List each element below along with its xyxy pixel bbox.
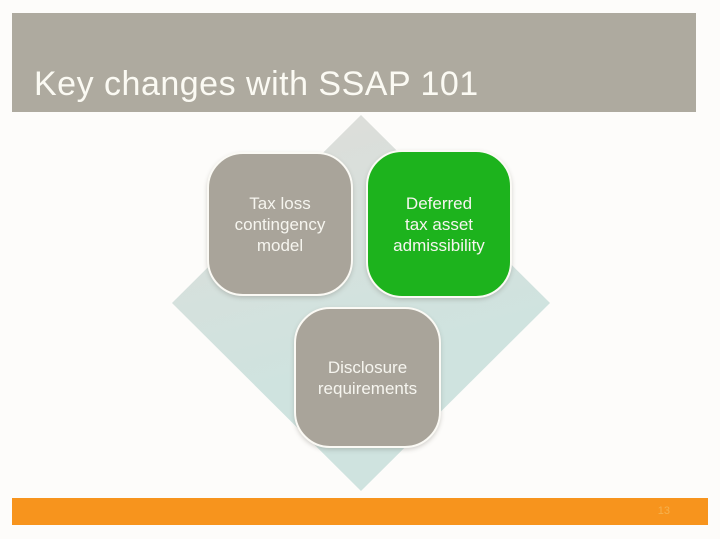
diagram-node-label: Tax loss contingency model [234, 193, 326, 255]
slide-title-bar: Key changes with SSAP 101 [12, 13, 696, 112]
slide-title: Key changes with SSAP 101 [34, 65, 479, 104]
page-number: 13 [657, 505, 670, 517]
diagram-node-deferred-tax-asset-admissibility: Deferred tax asset admissibility [366, 150, 512, 298]
diagram-node-label: Disclosure requirements [317, 357, 418, 398]
diagram-node-label: Deferred tax asset admissibility [393, 193, 485, 255]
diagram-node-disclosure-requirements: Disclosure requirements [294, 307, 441, 448]
slide-footer-bar: 13 [12, 498, 708, 525]
diagram-node-tax-loss-contingency-model: Tax loss contingency model [207, 152, 353, 296]
